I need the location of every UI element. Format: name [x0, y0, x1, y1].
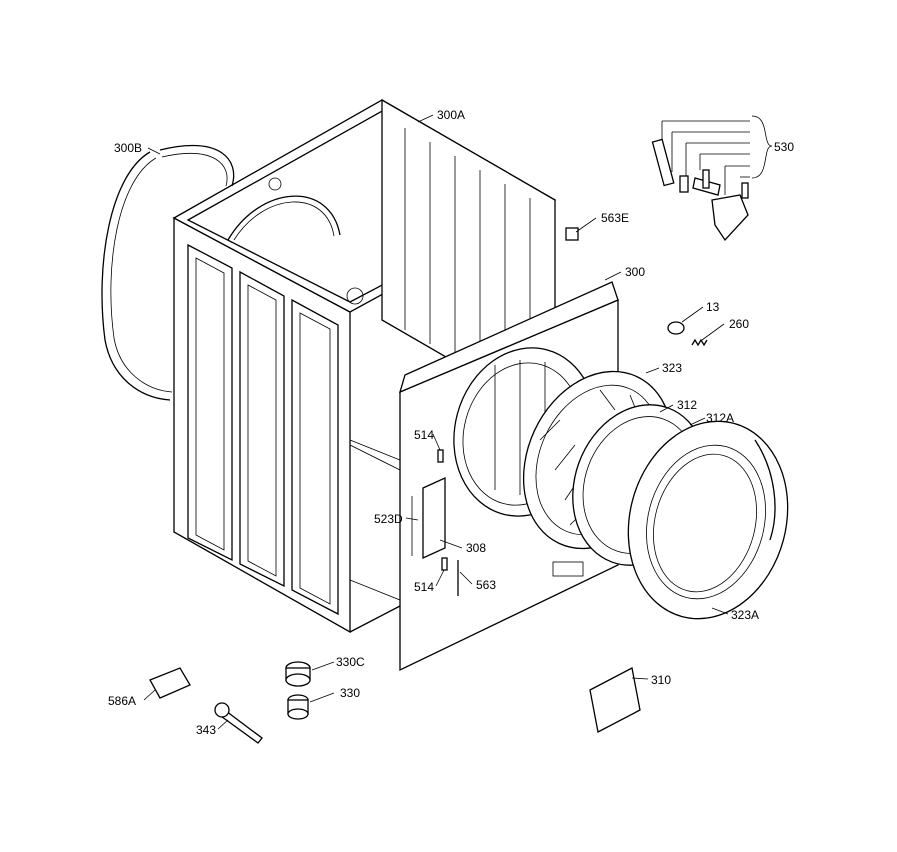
label-308: 308	[466, 541, 486, 555]
label-514-lower: 514	[414, 580, 434, 594]
label-300B: 300B	[114, 141, 142, 155]
label-323A: 323A	[731, 608, 759, 622]
leader-lines	[143, 114, 729, 730]
label-323: 323	[662, 361, 682, 375]
label-330: 330	[340, 686, 360, 700]
label-523D: 523D	[374, 512, 403, 526]
label-530: 530	[774, 140, 794, 154]
label-343: 343	[196, 723, 216, 737]
door-outer-ring	[627, 420, 789, 620]
part-330-foot	[287, 694, 309, 720]
part-530-kit	[651, 115, 773, 242]
callout-labels: 300B 300A 530 563E 300 13 260 323 312 31…	[108, 108, 794, 737]
label-514-upper: 514	[414, 428, 434, 442]
label-586A: 586A	[108, 694, 136, 708]
part-330C-foot	[285, 661, 311, 687]
label-312A: 312A	[706, 411, 734, 425]
label-260: 260	[729, 317, 749, 331]
part-13	[667, 321, 685, 335]
label-563E: 563E	[601, 211, 629, 225]
label-13: 13	[706, 300, 720, 314]
label-312: 312	[677, 398, 697, 412]
label-300A: 300A	[437, 108, 465, 122]
label-563: 563	[476, 578, 496, 592]
part-563E	[565, 227, 579, 241]
label-300: 300	[625, 265, 645, 279]
rear-gasket-frame	[101, 144, 235, 401]
part-260-spring	[691, 338, 708, 347]
cabinet	[172, 98, 557, 634]
part-586A	[149, 667, 191, 699]
label-330C: 330C	[336, 655, 365, 669]
label-310: 310	[651, 673, 671, 687]
part-310-cover	[589, 667, 641, 733]
